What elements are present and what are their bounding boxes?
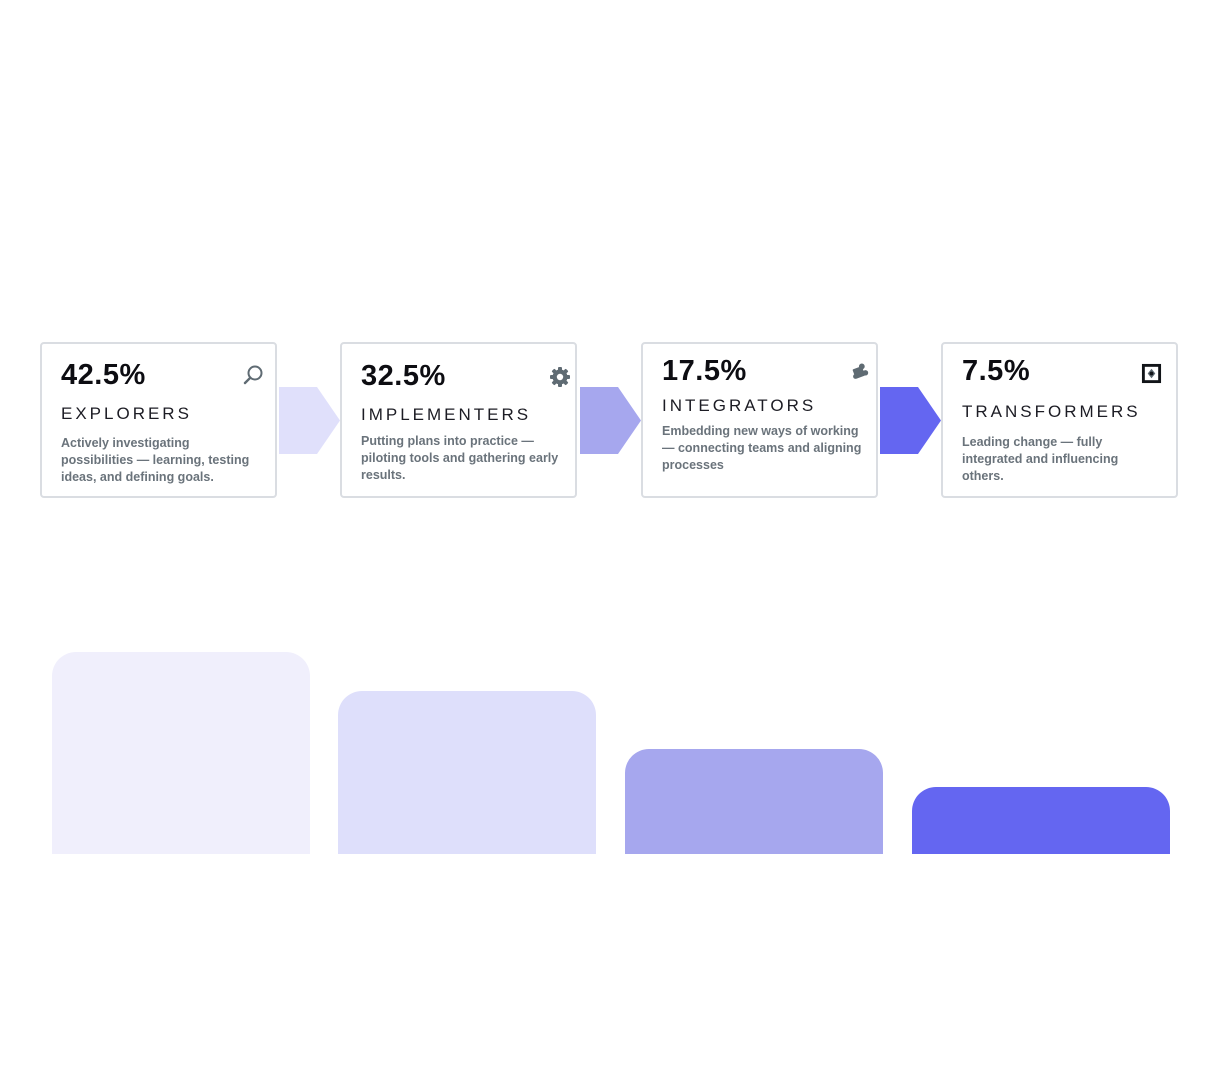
stage-percent: 7.5% (962, 355, 1031, 387)
puzzle-icon (850, 361, 870, 381)
flow-arrow (880, 387, 942, 454)
flow-arrow (580, 387, 642, 454)
stage-card-explorers: 42.5% EXPLORERS Actively investigating p… (40, 342, 277, 498)
stage-description: Actively investigating possibilities — l… (61, 436, 250, 484)
stage-card-implementers: 32.5% IMPLEMENTERS Putting plans into pr… (340, 342, 577, 498)
gear-icon (549, 366, 571, 388)
flow-arrow (279, 387, 341, 454)
stage-description: Embedding new ways of working — connecti… (662, 424, 862, 472)
stage-percent: 17.5% (662, 355, 747, 387)
stage-label: EXPLORERS (61, 404, 192, 423)
transform-icon (1141, 363, 1162, 384)
stage-bar-integrators (625, 749, 883, 854)
stage-label: IMPLEMENTERS (361, 405, 532, 424)
stage-card-integrators: 17.5% INTEGRATORS Embedding new ways of … (641, 342, 878, 498)
stage-description: Putting plans into practice — piloting t… (361, 434, 559, 482)
stage-percent: 42.5% (61, 359, 146, 391)
stage-description: Leading change — fully integrated and in… (962, 435, 1119, 483)
stage-bar-transformers (912, 787, 1170, 854)
stage-bar-implementers (338, 691, 596, 854)
magnifier-icon (242, 364, 264, 386)
stage-card-transformers: 7.5% TRANSFORMERS Leading change — fully… (941, 342, 1178, 498)
stage-percent: 32.5% (361, 360, 446, 392)
stage-bar-explorers (52, 652, 310, 854)
stage-label: INTEGRATORS (662, 396, 817, 415)
stage-label: TRANSFORMERS (962, 402, 1141, 421)
